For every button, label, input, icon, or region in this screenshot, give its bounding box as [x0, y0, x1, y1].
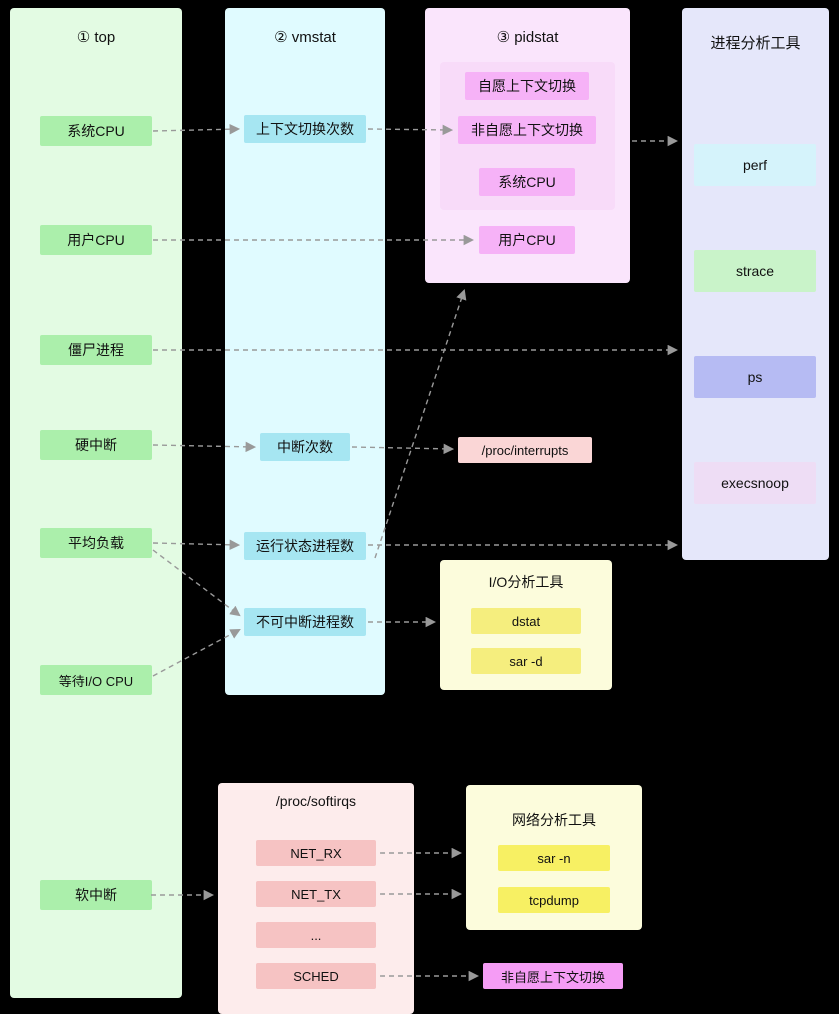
pidstat-item-system-cpu: 系统CPU [479, 168, 575, 196]
pidstat-item-involuntary-switch: 非自愿上下文切换 [458, 116, 596, 144]
vmstat-panel [225, 8, 385, 695]
softirq-item-net-tx: NET_TX [256, 881, 376, 907]
pidstat-item-user-cpu: 用户CPU [479, 226, 575, 254]
vmstat-panel-title: ② vmstat [274, 29, 336, 46]
top-item-hard-irq: 硬中断 [40, 430, 152, 460]
tool-item-strace: strace [694, 250, 816, 292]
involuntary-switch-box: 非自愿上下文切换 [483, 963, 623, 989]
process-tools-title: 进程分析工具 [710, 35, 801, 52]
proc-interrupts-box: /proc/interrupts [458, 437, 592, 463]
tool-item-execsnoop: execsnoop [694, 462, 816, 504]
vmstat-item-context-switches: 上下文切换次数 [244, 115, 366, 143]
softirq-item-ellipsis: ... [256, 922, 376, 948]
io-tools-title: I/O分析工具 [488, 574, 564, 590]
pidstat-item-voluntary-switch: 自愿上下文切换 [465, 72, 589, 100]
tool-item-ps: ps [694, 356, 816, 398]
top-panel [10, 8, 182, 998]
arrow-running-to-pidstat [374, 289, 467, 559]
net-tools-title: 网络分析工具 [512, 812, 596, 828]
net-item-tcpdump: tcpdump [498, 887, 610, 913]
net-item-sar-n: sar -n [498, 845, 610, 871]
vmstat-item-uninterruptible-processes: 不可中断进程数 [244, 608, 366, 636]
top-item-iowait-cpu: 等待I/O CPU [40, 665, 152, 695]
top-item-zombie-process: 僵尸进程 [40, 335, 152, 365]
io-item-dstat: dstat [471, 608, 581, 634]
proc-softirqs-title: /proc/softirqs [275, 793, 357, 809]
top-item-load-average: 平均负载 [40, 528, 152, 558]
softirq-item-net-rx: NET_RX [256, 840, 376, 866]
top-item-soft-irq: 软中断 [40, 880, 152, 910]
top-item-user-cpu: 用户CPU [40, 225, 152, 255]
top-panel-title: ① top [76, 29, 116, 46]
io-item-sar-d: sar -d [471, 648, 581, 674]
vmstat-item-running-processes: 运行状态进程数 [244, 532, 366, 560]
tool-item-perf: perf [694, 144, 816, 186]
top-item-system-cpu: 系统CPU [40, 116, 152, 146]
vmstat-item-interrupt-count: 中断次数 [260, 433, 350, 461]
pidstat-panel-title: ③ pidstat [496, 29, 559, 46]
softirq-item-sched: SCHED [256, 963, 376, 989]
